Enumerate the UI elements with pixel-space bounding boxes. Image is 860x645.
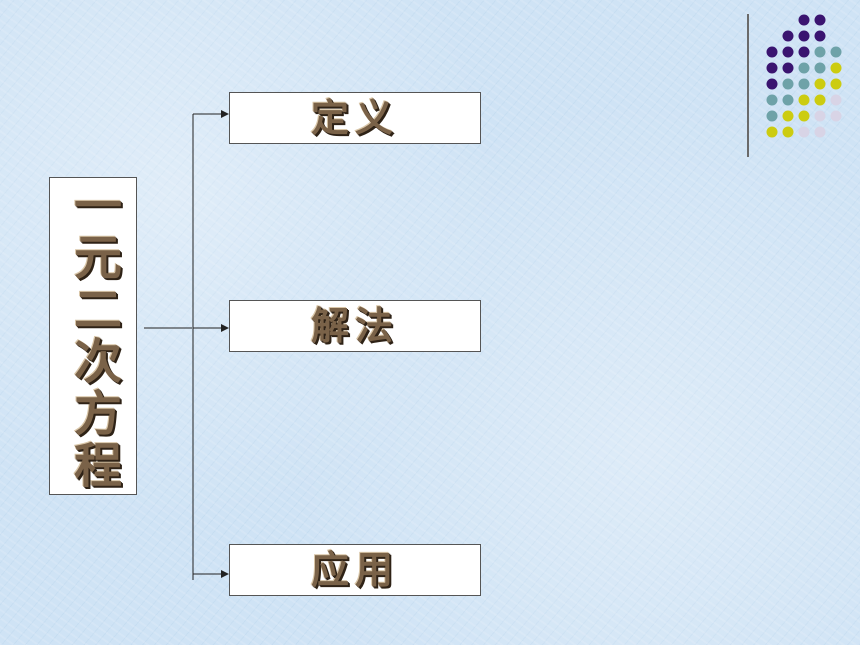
decorative-dot — [766, 78, 778, 90]
branch-label-application: 应用 — [310, 547, 399, 592]
decorative-dot — [814, 94, 826, 106]
branch-box-definition: 定义 — [229, 92, 481, 144]
decorative-dot — [798, 30, 810, 42]
decorative-dot — [814, 78, 826, 90]
decorative-dot — [798, 126, 810, 138]
decorative-dot — [814, 126, 826, 138]
decorative-dot — [830, 78, 842, 90]
decorative-dot — [782, 78, 794, 90]
decorative-dot — [766, 110, 778, 122]
decorative-dot — [782, 94, 794, 106]
decorative-dot — [782, 110, 794, 122]
decorative-dot — [814, 110, 826, 122]
decorative-dot — [798, 46, 810, 58]
decorative-dot — [766, 126, 778, 138]
decorative-dot — [766, 94, 778, 106]
branch-label-definition: 定义 — [310, 95, 399, 140]
decorative-dot — [766, 62, 778, 74]
branch-label-solution: 解法 — [310, 303, 399, 348]
main-topic-title: 一元二次方程 — [65, 180, 121, 492]
decorative-dot — [798, 78, 810, 90]
decorative-dot — [814, 46, 826, 58]
decorative-dot — [830, 62, 842, 74]
decorative-dot — [798, 62, 810, 74]
branch-box-application: 应用 — [229, 544, 481, 596]
decorative-dot — [814, 30, 826, 42]
decorative-dot — [830, 46, 842, 58]
decorative-dot — [782, 62, 794, 74]
branch-box-solution: 解法 — [229, 300, 481, 352]
decorative-dot — [782, 46, 794, 58]
decorative-dot — [782, 30, 794, 42]
decorative-dot-grid — [766, 14, 842, 138]
decorative-dot — [830, 110, 842, 122]
decorative-divider — [747, 14, 749, 157]
decorative-dot — [798, 110, 810, 122]
decorative-dot — [766, 46, 778, 58]
decorative-dot — [814, 14, 826, 26]
decorative-dot — [798, 94, 810, 106]
decorative-dot — [782, 126, 794, 138]
main-topic-box: 一元二次方程 — [49, 177, 137, 495]
decorative-dot — [798, 14, 810, 26]
decorative-dot — [814, 62, 826, 74]
decorative-dot — [830, 94, 842, 106]
